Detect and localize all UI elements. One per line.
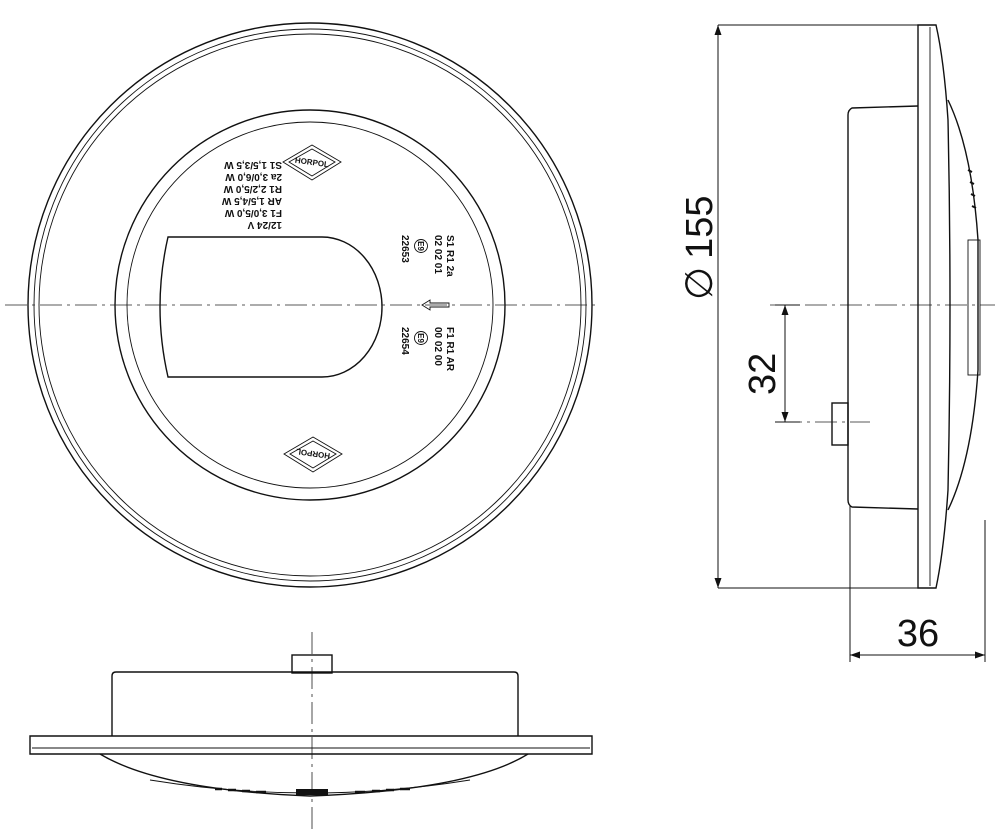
function-codes: F1 R1 AR	[444, 327, 455, 372]
dimension-depth: 36	[849, 505, 986, 662]
approval-number: 22654	[399, 327, 410, 355]
power-spec-block: 12/24 V F1 3,0/5,0 W AR 1,5/4,5 W R1 2,2…	[221, 159, 282, 230]
front-view: HORPOL HORPOL 12/24 V F1 3,0/5,0 W AR 1,…	[5, 22, 595, 588]
depth-value: 36	[897, 613, 939, 655]
power-line: AR 1,5/4,5 W	[221, 195, 282, 206]
offset-value: 32	[742, 353, 784, 395]
housing-profile	[111, 671, 519, 736]
homologation-lower: F1 R1 AR 00 02 00 E9 22654	[399, 327, 455, 372]
brand-text: HORPOL	[294, 156, 329, 170]
revision-codes: 02 02 01	[432, 235, 443, 274]
flange-profile	[29, 735, 593, 755]
reflector-window	[159, 236, 383, 378]
brand-text: HORPOL	[295, 447, 330, 461]
lens-dome	[947, 99, 979, 511]
diameter-number: 155	[679, 195, 721, 258]
diameter-symbol: ∅	[679, 267, 721, 300]
homologation-upper: S1 R1 2a 02 02 01 E9 22653	[399, 235, 455, 277]
dimension-offset: 32	[742, 304, 800, 423]
revision-codes: 00 02 00	[432, 327, 443, 366]
emark-circle	[414, 239, 428, 253]
lens-serrations	[967, 169, 977, 209]
side-view	[770, 24, 995, 589]
power-line: R1 2,2/5,0 W	[223, 183, 282, 194]
horpol-logo-bottom: HORPOL	[283, 436, 343, 473]
bottom-dark-insert	[296, 789, 328, 795]
lens-profile	[99, 753, 529, 797]
flange	[917, 24, 951, 589]
power-line: 2a 3,0/6,0 W	[225, 171, 282, 182]
emark-text: E9	[416, 333, 425, 343]
emark-text: E9	[416, 241, 425, 251]
horpol-logo-top: HORPOL	[282, 144, 342, 181]
top-view	[29, 632, 593, 830]
connector-stub	[831, 402, 849, 446]
diameter-value: ∅ 155	[679, 195, 721, 300]
dimension-diameter: ∅ 155	[679, 24, 935, 589]
function-codes: S1 R1 2a	[444, 235, 455, 277]
voltage-label: 12/24 V	[247, 219, 282, 230]
approval-number: 22653	[399, 235, 410, 263]
housing-body	[847, 105, 919, 510]
emark-circle	[414, 331, 428, 345]
orientation-arrow	[421, 299, 450, 311]
power-line: F1 3,0/5,0 W	[224, 207, 282, 218]
power-line: S1 1,5/3,5 W	[224, 159, 282, 170]
lens-bump	[967, 239, 981, 376]
top-connector	[291, 654, 333, 674]
lens-serrations-bottom	[215, 787, 410, 794]
